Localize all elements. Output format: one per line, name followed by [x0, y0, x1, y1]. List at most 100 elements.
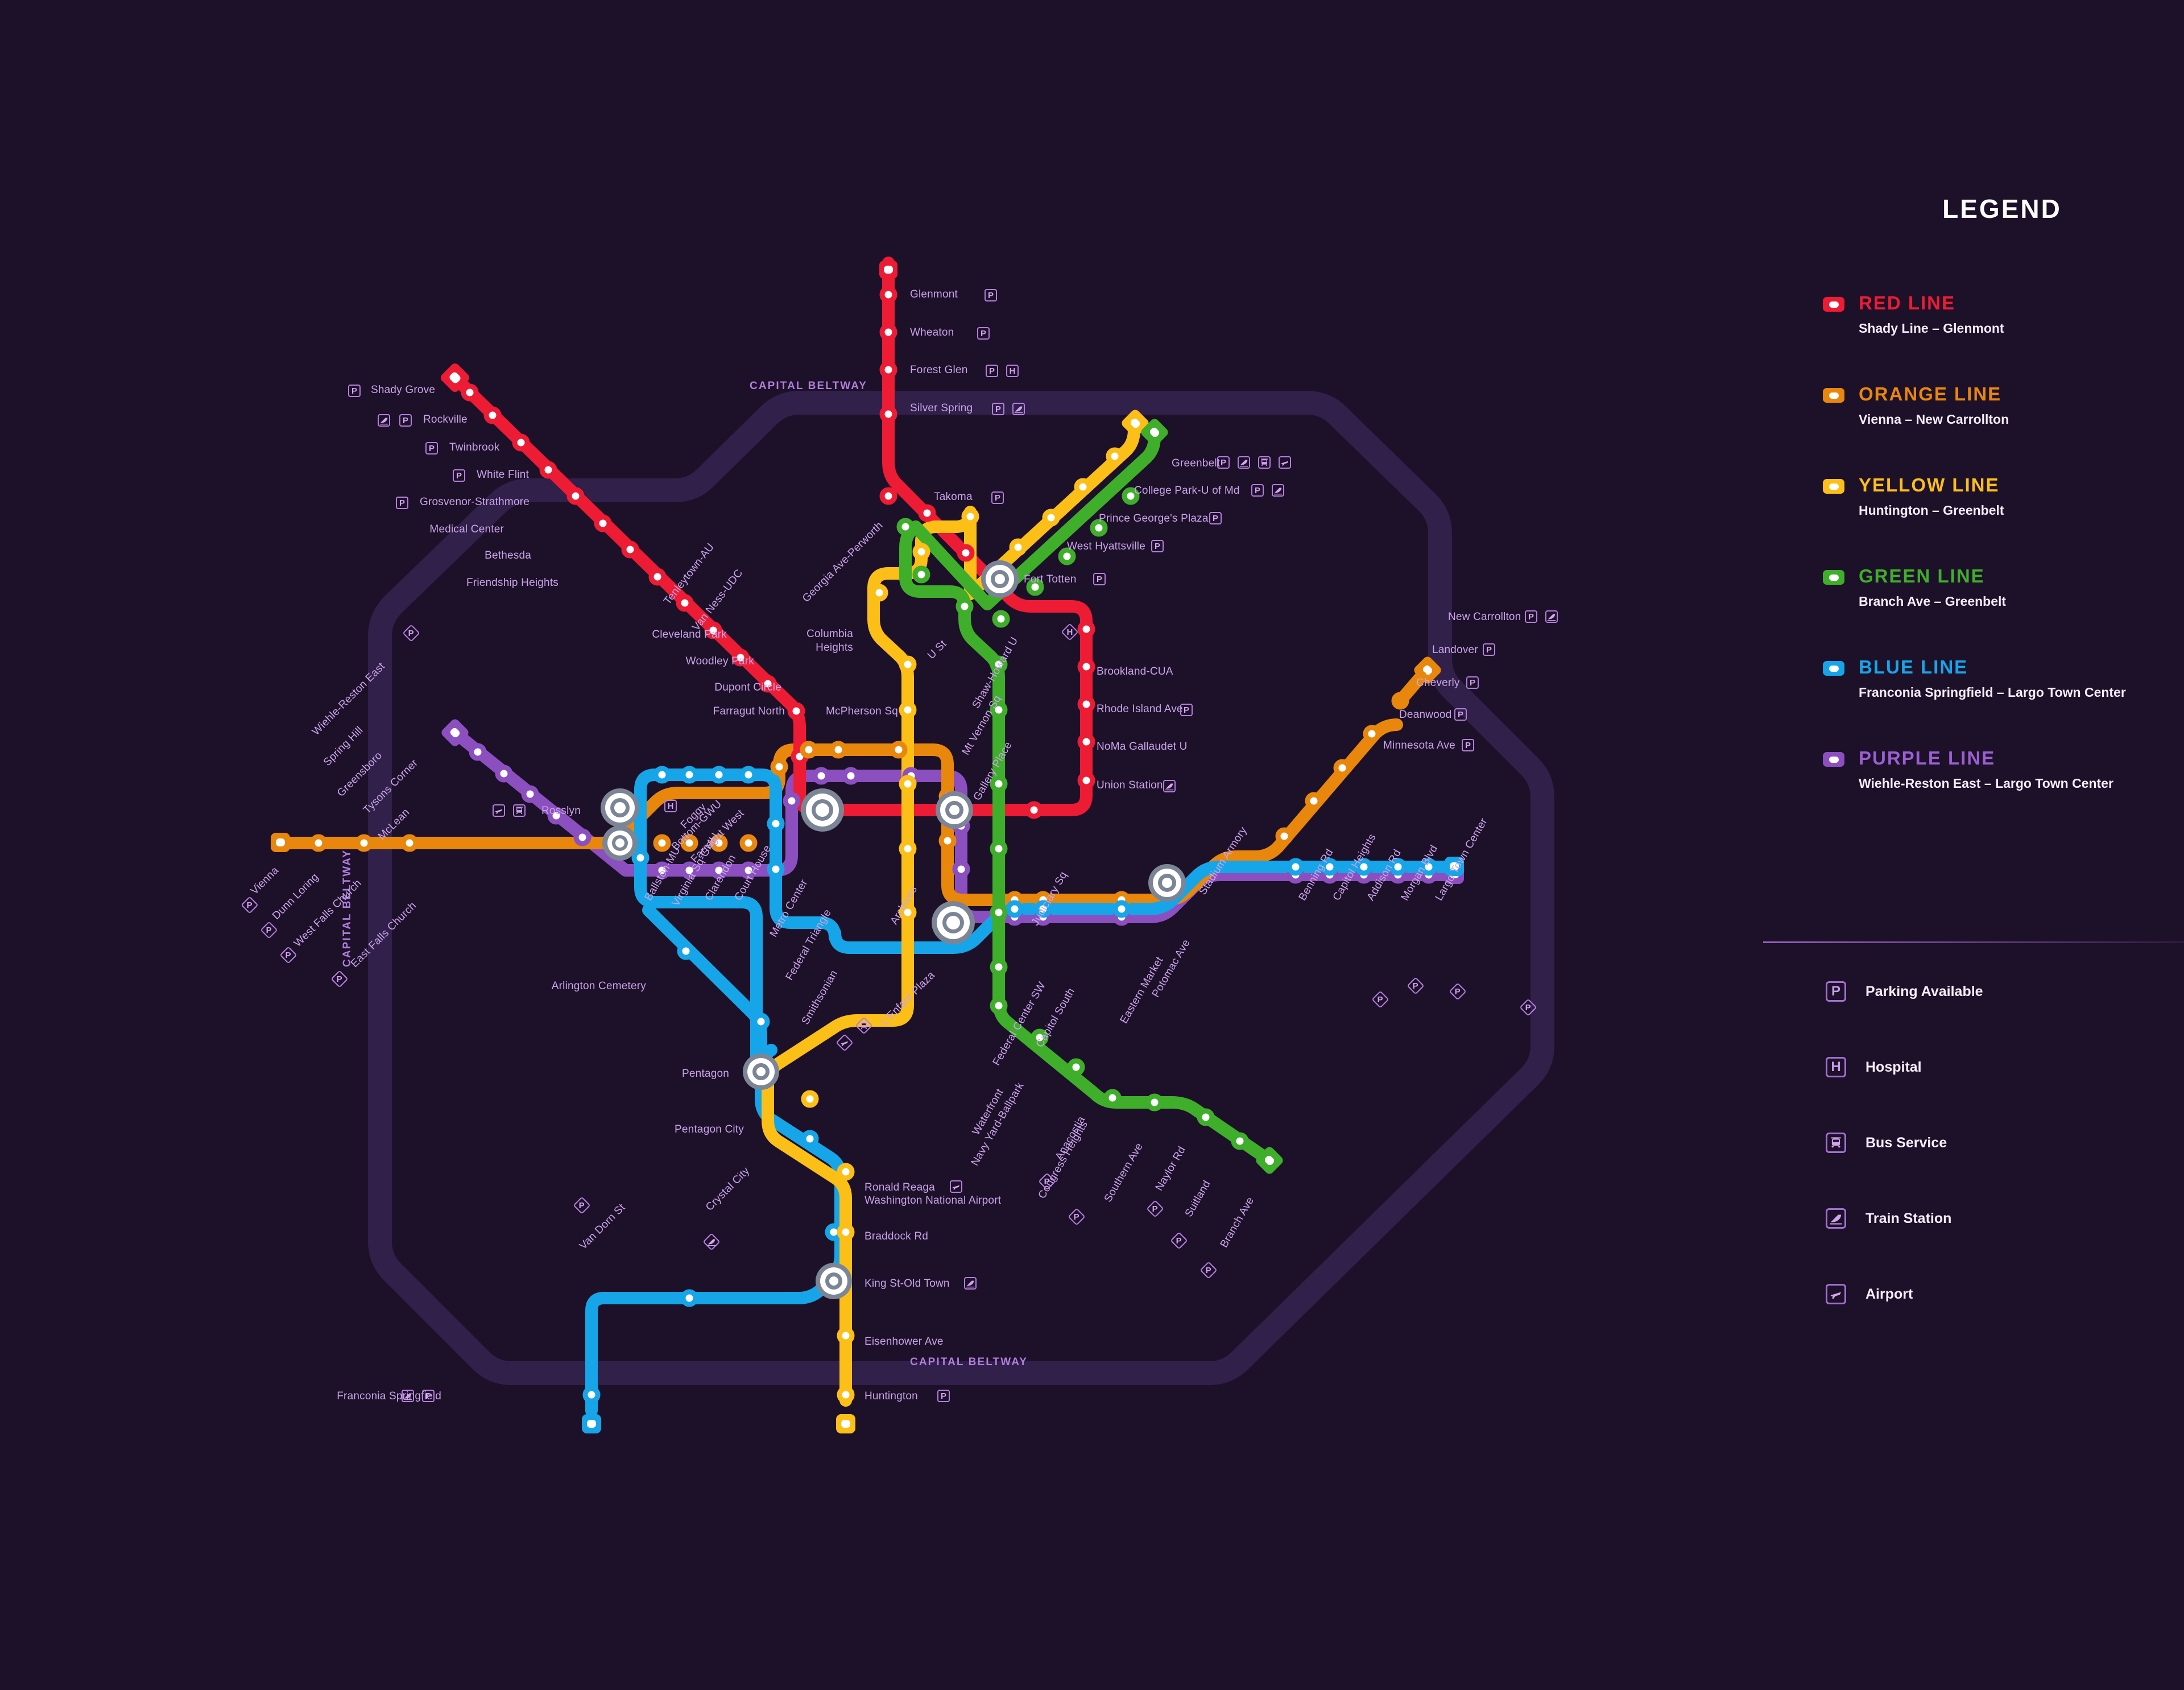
- airport-icon: [493, 804, 505, 817]
- station-label-columbia-heights-2: Heights: [816, 642, 853, 654]
- station-stadium-armory: [1148, 864, 1186, 902]
- parking-icon: P: [1180, 704, 1193, 716]
- interchange-stations: [602, 560, 1186, 1299]
- hospital-icon: H: [1006, 365, 1019, 377]
- red-stations: [461, 286, 1095, 819]
- station-label-reagan-1: Ronald Reaga: [864, 1181, 935, 1193]
- legend-line-route: Shady Line – Glenmont: [1859, 321, 2004, 336]
- legend-line-route: Branch Ave – Greenbelt: [1859, 594, 2007, 609]
- legend-amenity-label: Airport: [1866, 1286, 1913, 1302]
- station-label-silver-spring: Silver Spring: [910, 402, 973, 414]
- legend-line-route: Franconia Springfield – Largo Town Cente…: [1859, 685, 2126, 700]
- station-label-college-park: College Park-U of Md: [1134, 485, 1240, 497]
- legend-amenity-label: Parking Available: [1866, 984, 1983, 999]
- station-label-minnesota-ave: Minnesota Ave: [1383, 739, 1455, 751]
- terminal-branch-ave: [1256, 1147, 1283, 1174]
- station-label-glenmont: Glenmont: [910, 288, 958, 300]
- parking-icon: P: [396, 497, 408, 509]
- train-icon: [378, 414, 390, 427]
- bus-icon: [513, 804, 526, 817]
- legend-amenity-label: Bus Service: [1866, 1135, 1947, 1151]
- legend-line-name: GREEN LINE: [1859, 565, 1985, 586]
- train-icon: [1272, 484, 1284, 497]
- legend-line-route: Huntington – Greenbelt: [1859, 503, 2004, 518]
- station-label-pentagon-city: Pentagon City: [675, 1123, 744, 1135]
- green-line-chip: [1823, 570, 1844, 585]
- train-icon: [402, 1390, 414, 1402]
- station-label-shady-grove: Shady Grove: [371, 384, 436, 396]
- station-label-rosslyn: Rosslyn: [541, 805, 581, 817]
- station-label-white-flint: White Flint: [477, 469, 529, 481]
- station-label-franconia: Franconia Springfield: [337, 1390, 441, 1402]
- parking-icon: P: [991, 491, 1004, 504]
- station-label-cheverly: Cheverly: [1416, 677, 1460, 689]
- station-label-greenbelt: Greenbelt: [1172, 457, 1221, 469]
- train-icon: [1826, 1208, 1846, 1229]
- parking-icon: P: [985, 289, 997, 301]
- station-label-wheaton: Wheaton: [910, 327, 954, 338]
- parking-icon: P: [992, 403, 1004, 415]
- station-label-braddock: Braddock Rd: [864, 1230, 929, 1242]
- parking-icon: P: [422, 1390, 435, 1402]
- parking-icon: P: [425, 442, 438, 454]
- station-east-falls-church: [603, 826, 637, 860]
- station-king-st: [816, 1263, 852, 1299]
- parking-icon: P: [986, 365, 998, 377]
- parking-icon: P: [1093, 573, 1106, 585]
- parking-icon: P: [977, 327, 990, 340]
- station-label-grosvenor: Grosvenor-Strathmore: [420, 496, 530, 508]
- station-label-fort-totten: Fort Totten: [1024, 573, 1077, 585]
- parking-icon: P: [1525, 610, 1537, 623]
- train-icon: [1012, 403, 1025, 415]
- hospital-icon: H: [664, 800, 677, 812]
- parking-icon: P: [1251, 484, 1264, 497]
- legend-line-route: Wiehle-Reston East – Largo Town Center: [1859, 776, 2113, 791]
- station-label-brookland: Brookland-CUA: [1097, 666, 1173, 677]
- station-label-union-station: Union Station: [1097, 779, 1163, 791]
- station-label-cleveland-park: Cleveland Park: [652, 629, 727, 641]
- parking-icon: P: [1151, 540, 1164, 552]
- legend-line-name: ORANGE LINE: [1859, 383, 2002, 404]
- station-rosslyn-marker: [601, 788, 639, 827]
- parking-icon: P: [1466, 676, 1479, 689]
- legend-panel: LEGEND RED LINE Shady Line – Glenmont OR…: [1735, 159, 2184, 1354]
- parking-icon: P: [399, 414, 412, 427]
- station-label-medical-center: Medical Center: [429, 523, 504, 535]
- airport-icon: [1279, 456, 1291, 469]
- station-label-rhode-island: Rhode Island Ave: [1097, 703, 1183, 715]
- legend-line-name: BLUE LINE: [1859, 656, 1968, 677]
- station-label-deanwood: Deanwood: [1399, 709, 1452, 721]
- legend-divider: [1763, 941, 2184, 943]
- station-label-farragut-north: Farragut North: [713, 705, 785, 717]
- legend-amenity-label: Hospital: [1866, 1059, 1922, 1075]
- station-label-eisenhower: Eisenhower Ave: [864, 1336, 944, 1348]
- orange-line-chip: [1823, 388, 1844, 403]
- legend-line-name: YELLOW LINE: [1859, 474, 2000, 495]
- train-icon: [964, 1277, 977, 1290]
- station-label-forest-glen: Forest Glen: [910, 364, 968, 376]
- parking-icon: P: [937, 1390, 950, 1402]
- station-label-pg-plaza: Prince George's Plaza: [1099, 513, 1209, 524]
- station-lenfant-plaza: [932, 901, 975, 944]
- capital-beltway-ring: [368, 391, 1554, 1385]
- yellow-stations: [759, 447, 1124, 1404]
- airport-icon: [1826, 1284, 1846, 1304]
- blue-line-chip: [1823, 661, 1844, 676]
- airport-icon: [950, 1180, 962, 1193]
- yellow-line-chip: [1823, 479, 1844, 494]
- parking-icon: P: [1454, 708, 1467, 721]
- bus-icon: [1258, 456, 1271, 469]
- station-metro-center: [801, 788, 844, 832]
- parking-icon: P: [1462, 739, 1474, 751]
- hospital-icon: H: [1826, 1057, 1846, 1077]
- parking-icon: P: [348, 385, 361, 397]
- train-icon: [1163, 780, 1176, 792]
- legend-amenity-label: Train Station: [1866, 1210, 1952, 1226]
- station-label-west-hyattsville: West Hyattsville: [1067, 540, 1145, 552]
- parking-icon: P: [1826, 981, 1846, 1002]
- green-stations: [896, 487, 1249, 1150]
- beltway-label-south: CAPITAL BELTWAY: [910, 1356, 1028, 1368]
- beltway-label-north: CAPITAL BELTWAY: [750, 380, 868, 392]
- bus-icon: [1826, 1133, 1846, 1153]
